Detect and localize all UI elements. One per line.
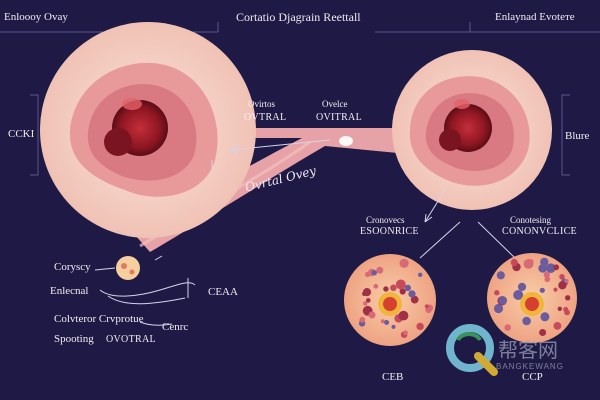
cell-bead — [399, 258, 409, 268]
cell-bead — [363, 301, 368, 306]
watermark-en: BANGKEWANG — [496, 362, 564, 371]
cell-bead — [494, 290, 500, 296]
cell-bead — [410, 295, 419, 304]
cell-bead — [371, 270, 377, 276]
cell-bead — [513, 290, 524, 300]
cell-bead — [539, 329, 547, 336]
cell-bead — [376, 266, 384, 274]
cell-bead — [373, 283, 379, 289]
watermark-logo — [446, 324, 498, 376]
right-cell-label-big: ESOONRICE — [360, 226, 419, 237]
cell-bead — [558, 281, 567, 290]
cell-bead — [540, 312, 550, 322]
cell-bead — [368, 311, 376, 319]
pointer-lines — [94, 139, 516, 326]
cell-bead — [553, 287, 558, 292]
cell-bead — [383, 286, 389, 292]
cell-bead — [403, 330, 408, 336]
cell-bead — [498, 296, 508, 305]
cell-bead — [504, 324, 512, 331]
cell-bead — [418, 272, 423, 277]
header-center-title: Cortatio Djagrain Reettall — [236, 10, 361, 24]
left-side-label: CCKI — [8, 128, 35, 140]
cell-bead — [523, 259, 534, 269]
right-cell-label-small: Cronovecs — [366, 215, 405, 225]
cell-cluster-left — [344, 254, 436, 346]
cell-bead — [553, 264, 560, 271]
cell-bead — [563, 307, 569, 312]
cell-bead — [538, 263, 548, 273]
right-ovary — [392, 50, 552, 210]
cell-bead — [544, 276, 551, 283]
cell-bead — [564, 279, 569, 283]
cell-bead — [362, 291, 367, 296]
tube-label-2-big: OVITRAL — [316, 112, 362, 123]
cell-bead — [399, 288, 406, 295]
watermark-cn: 帮客网 — [498, 340, 558, 362]
bottom-label-left: CEB — [382, 371, 404, 383]
cell-bead — [408, 290, 416, 298]
tube-label-1-small: Ovirtos — [248, 99, 275, 109]
far-right-cell-label-small: Conotesing — [510, 215, 552, 225]
header-left-title: Enloooy Ovaу — [4, 11, 68, 23]
legend-item-1: Coryscy — [54, 261, 91, 273]
cell-bead — [391, 324, 396, 329]
cell-bead — [416, 322, 424, 331]
legend-item-4-big: OVOTRAL — [106, 334, 156, 345]
pointer-label-2: Cenrc — [162, 321, 189, 333]
pointer-label-1: CEAA — [208, 286, 238, 298]
cell-cluster-right — [487, 253, 577, 343]
far-right-cell-label-big: CONONVCLICE — [502, 226, 577, 237]
tube-label-1-big: OVTRAL — [244, 112, 287, 123]
egg-in-tube — [339, 136, 353, 146]
fertilized-egg — [116, 256, 140, 280]
cell-bead — [424, 304, 429, 309]
cell-bead — [543, 271, 550, 278]
cell-bead — [539, 287, 545, 293]
cell-bead — [398, 310, 409, 321]
cell-bead — [496, 271, 505, 280]
cell-bead — [546, 263, 556, 274]
legend-item-3: Colvteror Crvprotue — [54, 313, 144, 325]
cell-bead — [366, 298, 371, 303]
cell-bead — [493, 303, 504, 314]
cell-bead — [384, 320, 390, 325]
cell-bead — [395, 279, 406, 290]
header-right-title: Enlaynad Evoteте — [495, 11, 575, 23]
tube-label-2-small: Ovelce — [322, 99, 348, 109]
cell-bead — [559, 274, 565, 280]
bottom-label-right: CCP — [522, 371, 543, 383]
legend-item-4-small: Spooting — [54, 333, 94, 345]
cell-bead — [390, 284, 397, 292]
cell-bead — [404, 284, 411, 292]
cell-bead — [359, 316, 366, 323]
right-side-label: Blure — [565, 130, 590, 142]
cell-bead — [510, 258, 518, 267]
cell-bead — [517, 282, 527, 291]
cell-bead — [553, 322, 562, 330]
left-ovary — [40, 22, 256, 238]
cell-bead — [565, 295, 571, 301]
cell-bead — [380, 319, 385, 324]
cell-bead — [522, 316, 531, 326]
cell-bead — [557, 306, 562, 311]
legend-item-2: Enlecnal — [50, 285, 89, 297]
